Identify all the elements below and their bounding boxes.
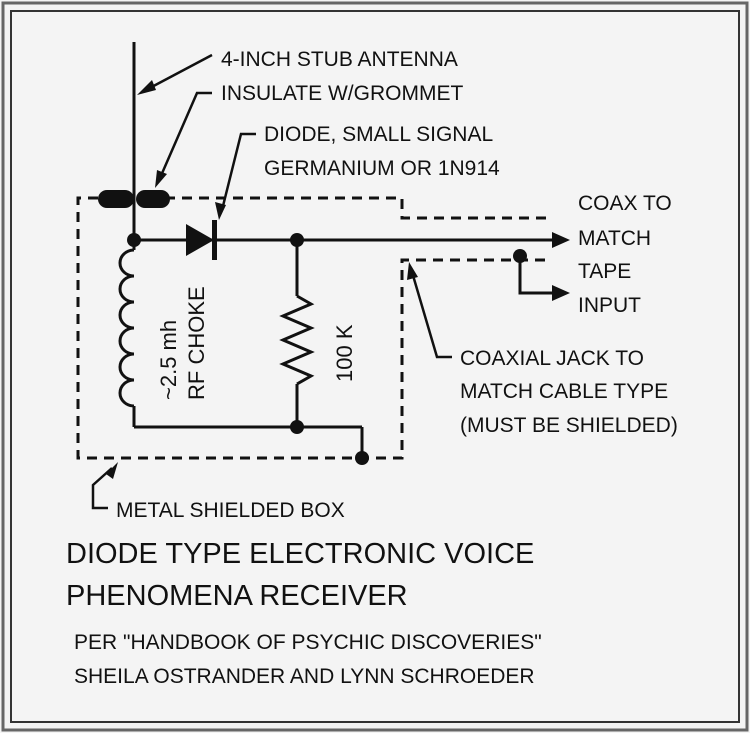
resistor-zigzag: [279, 294, 315, 386]
grommet-left: [98, 190, 134, 208]
inner-border: [10, 10, 740, 723]
coax-output-label-line2: MATCH: [578, 227, 651, 250]
grommet-leader-arrow: [155, 170, 167, 188]
shield-box-upper: [165, 196, 548, 220]
jack-label-line3: (MUST BE SHIELDED): [460, 414, 678, 437]
antenna-label-line2: INSULATE W/GROMMET: [221, 82, 463, 105]
jack-output-wire: [518, 256, 556, 295]
diode-symbol: [186, 220, 217, 260]
jack-label-line2: MATCH CABLE TYPE: [460, 380, 668, 403]
credit-line2: SHEILA OSTRANDER AND LYNN SCHROEDER: [74, 665, 535, 688]
jack-leader-arrow: [407, 262, 418, 280]
jack-leader-line: [410, 271, 452, 359]
title-line1: DIODE TYPE ELECTRONIC VOICE: [66, 538, 534, 570]
diode-leader-arrow: [215, 202, 226, 220]
junction-dot-resistor-top: [290, 233, 304, 247]
shield-box-lower: [76, 196, 548, 460]
grommet-right: [136, 190, 170, 208]
antenna-leader-line: [145, 53, 213, 92]
signal-output-arrowhead: [552, 232, 570, 248]
box-label: METAL SHIELDED BOX: [116, 499, 345, 522]
jack-label-line1: COAXIAL JACK TO: [460, 347, 644, 370]
diode-leader-line: [220, 132, 256, 211]
coax-output-label-line1: COAX TO: [578, 192, 672, 215]
credit-line1: PER "HANDBOOK OF PSYCHIC DISCOVERIES": [74, 631, 542, 654]
diode-label-line2: GERMANIUM OR 1N914: [264, 157, 500, 180]
coax-output-label-line4: INPUT: [578, 294, 641, 317]
coax-output-label-line3: TAPE: [578, 260, 631, 283]
choke-value-label: ~2.5 mh: [156, 320, 181, 400]
grommet-leader-line: [158, 91, 212, 179]
junction-dot-resistor-bottom: [290, 420, 304, 434]
diode-label-line1: DIODE, SMALL SIGNAL: [264, 123, 493, 146]
antenna-label-line1: 4-INCH STUB ANTENNA: [221, 48, 458, 71]
rf-choke-coil: [118, 248, 135, 408]
jack-output-arrowhead: [552, 285, 570, 301]
title-line2: PHENOMENA RECEIVER: [66, 580, 408, 612]
box-leader-arrow: [106, 462, 118, 479]
choke-name-label: RF CHOKE: [184, 286, 209, 400]
junction-dot-box-ground: [355, 451, 369, 465]
resistor-value-label: 100 K: [332, 324, 357, 382]
junction-dot-antenna: [127, 233, 141, 247]
box-leader-line: [91, 467, 113, 510]
junction-dot-jack: [513, 249, 527, 263]
antenna-leader-arrow: [137, 80, 156, 95]
